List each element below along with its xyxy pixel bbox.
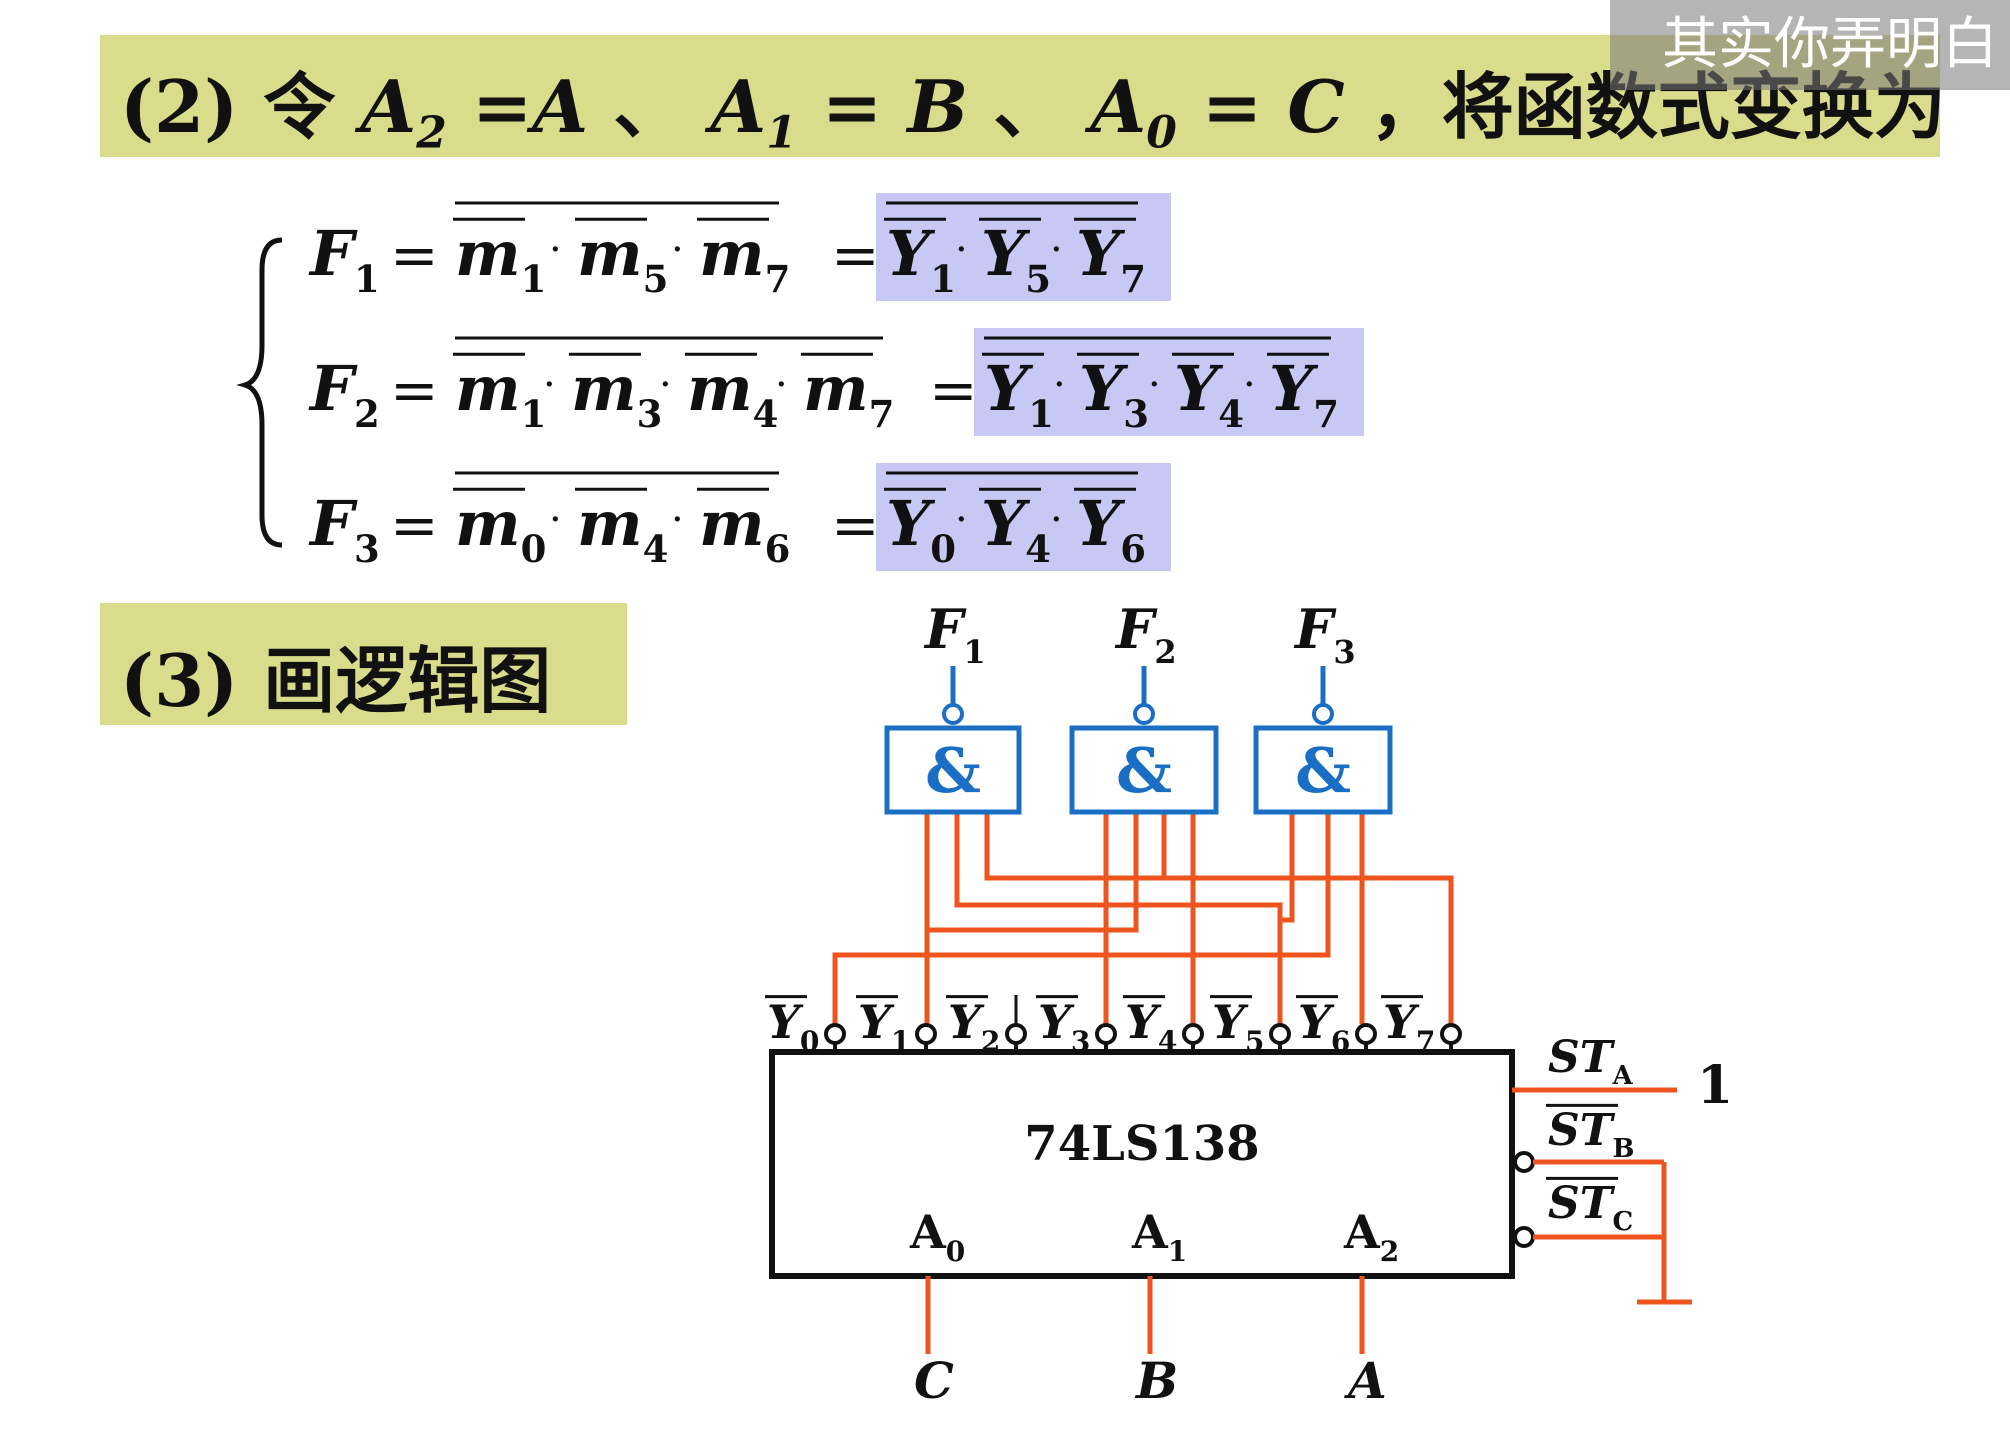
- output-label-y7: Y7: [1383, 995, 1435, 1058]
- step3-label: (3) 画逻辑图: [120, 638, 552, 723]
- output-pin-bubble: [1005, 1023, 1027, 1045]
- equation-3-m-term: m6: [699, 487, 790, 571]
- equation-1-m-term: m1: [455, 217, 546, 301]
- equation-3-lhs: F3: [308, 487, 380, 571]
- equation-2-equals-2: =: [929, 356, 978, 424]
- gate-output-label-3: F3: [1293, 597, 1356, 671]
- dot: ·: [1243, 362, 1256, 408]
- step3-band: [100, 603, 627, 725]
- and-gate-symbol: &: [1295, 734, 1351, 807]
- dot: ·: [659, 362, 672, 408]
- enable-pin-stc: STC: [1548, 1178, 1633, 1237]
- address-pin-A2: A2: [1343, 1205, 1399, 1268]
- equation-2-y-term: Y3: [1079, 352, 1149, 436]
- equation-1-m-term: m5: [577, 217, 668, 301]
- enable-pin-stb: STB: [1548, 1105, 1635, 1164]
- inverter-bubble: [1133, 703, 1155, 725]
- address-pin-A1: A1: [1131, 1205, 1187, 1268]
- dot: ·: [543, 362, 556, 408]
- equation-brace: [236, 237, 283, 548]
- output-label-y3: Y3: [1038, 995, 1090, 1058]
- output-pin-bubble: [1440, 1023, 1462, 1045]
- equation-3-equals-2: =: [831, 491, 880, 559]
- and-gate-symbol: &: [925, 734, 981, 807]
- output-label-y4: Y4: [1125, 995, 1177, 1058]
- inverter-bubble: [1312, 703, 1334, 725]
- dot: ·: [775, 362, 788, 408]
- equation-3-equals: =: [390, 491, 439, 559]
- equation-1-equals-2: =: [831, 221, 880, 289]
- chip-74ls138: [769, 1049, 1515, 1279]
- equation-2-y-term: Y1: [984, 352, 1054, 436]
- gate-input-wire: [832, 810, 1331, 1024]
- dot: ·: [1148, 362, 1161, 408]
- dot: ·: [1053, 362, 1066, 408]
- dot: ·: [955, 497, 968, 543]
- output-label-y1: Y1: [858, 995, 910, 1058]
- output-pin-bubble: [1355, 1023, 1377, 1045]
- enable-stc-bubble: [1513, 1226, 1535, 1248]
- output-pin-bubble: [824, 1023, 846, 1045]
- dot: ·: [671, 227, 684, 273]
- gate-output-label-1: F1: [923, 597, 986, 671]
- output-pin-bubble: [1269, 1023, 1291, 1045]
- equation-1-lhs: F1: [308, 217, 380, 301]
- dot: ·: [955, 227, 968, 273]
- equation-3-m-term: m4: [577, 487, 668, 571]
- dot: ·: [549, 227, 562, 273]
- enable-value: 1: [1697, 1055, 1733, 1116]
- gate-input-wire: [926, 810, 1139, 933]
- equation-2-m-term: m7: [803, 352, 894, 436]
- and-gate-3: [1253, 725, 1393, 815]
- output-label-y6: Y6: [1298, 995, 1350, 1058]
- equation-2-y-term: Y4: [1174, 352, 1244, 436]
- equation-1-highlight: [876, 193, 1171, 301]
- dot: ·: [1050, 227, 1063, 273]
- and-gate-1: [884, 725, 1022, 815]
- gate-output-label-2: F2: [1114, 597, 1177, 671]
- equation-3-y-term: Y6: [1076, 487, 1146, 571]
- equation-2-y-term: Y7: [1269, 352, 1339, 436]
- address-input-label: B: [1134, 1351, 1178, 1410]
- and-gate-2: [1069, 725, 1219, 815]
- watermark-badge: 其实你弄明白: [1610, 0, 2010, 90]
- equation-1-equals: =: [390, 221, 439, 289]
- equation-1-y-term: Y1: [886, 217, 956, 301]
- equation-2-lhs: F2: [308, 352, 380, 436]
- equation-2-m-term: m1: [455, 352, 546, 436]
- dot: ·: [1050, 497, 1063, 543]
- output-label-y2: Y2: [948, 995, 1000, 1058]
- equation-3-y-term: Y0: [886, 487, 956, 571]
- output-label-y5: Y5: [1212, 995, 1264, 1058]
- equation-3-m-term: m0: [455, 487, 546, 571]
- address-input-label: A: [1344, 1351, 1387, 1410]
- step2-label: (2) 令: [120, 64, 336, 149]
- address-pin-A0: A0: [909, 1205, 965, 1268]
- output-label-y0: Y0: [767, 995, 819, 1058]
- enable-stb-bubble: [1513, 1151, 1535, 1173]
- output-pin-bubble: [1182, 1023, 1204, 1045]
- output-pin-bubble: [1095, 1023, 1117, 1045]
- equation-2-m-term: m3: [571, 352, 662, 436]
- equation-1-y-term: Y5: [981, 217, 1051, 301]
- enable-pin-sta: STA: [1548, 1032, 1634, 1091]
- gate-input-wire: [984, 810, 1454, 1024]
- inverter-bubble: [942, 703, 964, 725]
- equation-3-y-term: Y4: [981, 487, 1051, 571]
- output-pin-bubble: [915, 1023, 937, 1045]
- equation-2-highlight: [974, 328, 1364, 436]
- equation-2-equals: =: [390, 356, 439, 424]
- chip-label: 74LS138: [1024, 1116, 1259, 1172]
- equation-1-m-term: m7: [699, 217, 790, 301]
- equation-2-m-term: m4: [687, 352, 778, 436]
- gate-input-wire: [954, 810, 1283, 1024]
- dot: ·: [671, 497, 684, 543]
- equation-3-highlight: [876, 463, 1171, 571]
- dot: ·: [549, 497, 562, 543]
- and-gate-symbol: &: [1116, 734, 1172, 807]
- equation-1-y-term: Y7: [1076, 217, 1146, 301]
- address-input-label: C: [914, 1351, 954, 1410]
